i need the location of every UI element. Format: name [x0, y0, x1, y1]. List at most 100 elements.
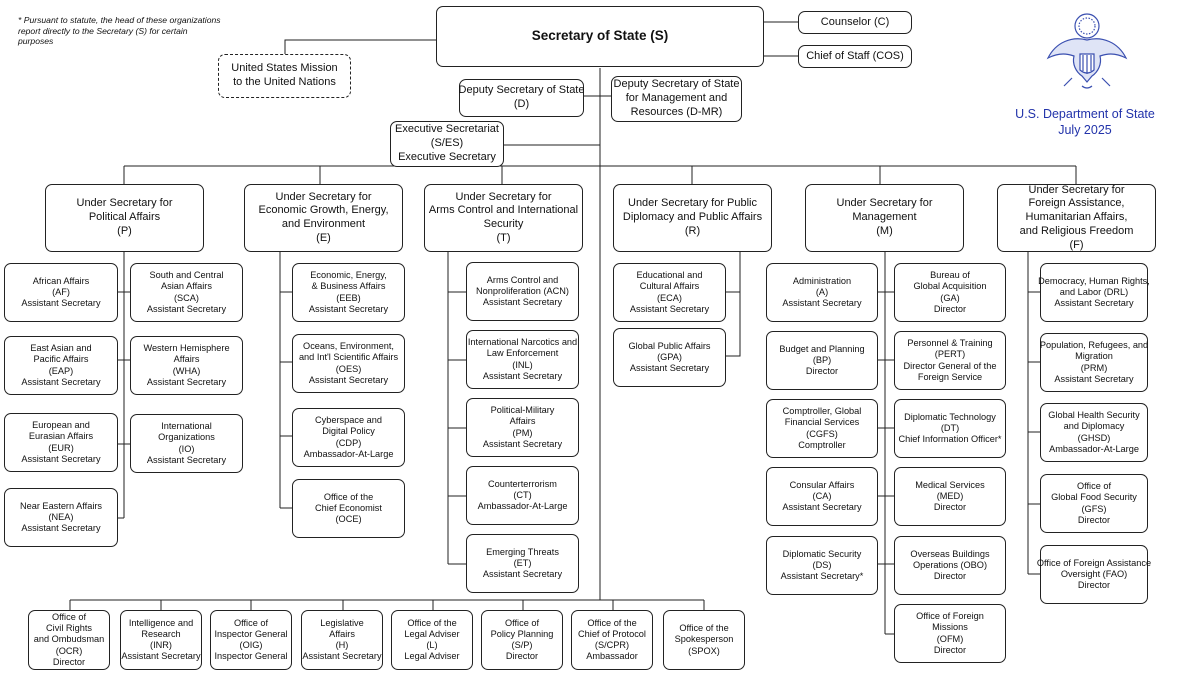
t-bureau-box-line: Law Enforcement — [486, 348, 559, 359]
under-secretary-e-box-line: Economic Growth, Energy, — [258, 204, 389, 217]
bottom-bureau-box-line: (OCR) — [55, 645, 83, 656]
p-left-bureau-box-line: (EUR) — [48, 442, 74, 453]
f-bureau-box-line: Ambassador-At-Large — [1049, 443, 1139, 454]
m-right-bureau-box-line: Overseas Buildings — [910, 548, 990, 559]
m-right-bureau-box-line: Medical Services — [915, 479, 985, 490]
p-left-bureau-box-line: Assistant Secretary — [21, 298, 101, 309]
m-right-bureau-box-line: (OFM) — [936, 633, 964, 644]
e-bureau-box-line: (CDP) — [335, 437, 362, 448]
p-right-bureau-box-line: (SCA) — [173, 292, 199, 303]
e-bureau-box-line: Digital Policy — [322, 426, 375, 437]
m-right-bureau-box-line: Foreign Service — [917, 371, 983, 382]
f-bureau-box-line: and Diplomacy — [1063, 421, 1125, 432]
e-bureau-box-line: Oceans, Environment, — [303, 341, 394, 352]
e-bureau-box: Oceans, Environment,and Int'l Scientific… — [292, 334, 405, 393]
t-bureau-box-line: Assistant Secretary — [482, 569, 563, 580]
bottom-bureau-box-line: Inspector General — [214, 651, 288, 662]
p-right-bureau-box-line: Western Hemisphere — [143, 343, 230, 354]
e-bureau-box-line: (OCE) — [335, 514, 362, 525]
m-right-bureau-box-line: Office of Foreign — [916, 611, 984, 622]
bottom-bureau-box-line: Office of the — [587, 617, 637, 628]
under-secretary-m-box-line: (M) — [876, 224, 893, 237]
under-secretary-t-box-line: (T) — [496, 231, 511, 244]
bottom-bureau-box-line: (S/CPR) — [594, 640, 630, 650]
chief-of-staff-box-line: Chief of Staff (COS) — [806, 49, 904, 62]
usun-box-line: to the United Nations — [233, 76, 336, 88]
executive-secretariat-box-line: Executive Secretariat — [395, 123, 499, 136]
r-bureau-box-line: Global Public Affairs — [628, 340, 711, 351]
m-right-bureau-box-line: Missions — [932, 622, 968, 633]
f-bureau-box-line: and Labor (DRL) — [1059, 286, 1129, 297]
m-left-bureau-box-line: Financial Services — [784, 417, 860, 428]
f-bureau-box-line: Population, Refugees, and — [1039, 340, 1149, 351]
p-right-bureau-box-line: (IO) — [178, 443, 195, 454]
m-left-bureau-box-line: Diplomatic Security — [782, 548, 862, 559]
e-bureau-box-line: Assistant Secretary — [308, 303, 389, 314]
executive-secretariat-box-line: Executive Secretary — [398, 150, 496, 163]
bottom-bureau-box-line: Policy Planning — [490, 628, 554, 639]
e-bureau-box: Economic, Energy,& Business Affairs(EEB)… — [292, 263, 405, 322]
under-secretary-f-box-line: (F) — [1069, 238, 1084, 251]
p-left-bureau-box-line: Eurasian Affairs — [28, 431, 94, 442]
under-secretary-r-box-line: Diplomacy and Public Affairs — [622, 211, 763, 224]
p-left-bureau-box-line: (AF) — [52, 286, 70, 297]
under-secretary-f-box-line: and Religious Freedom — [1019, 224, 1134, 237]
bottom-bureau-box-line: (H) — [335, 640, 349, 650]
bottom-bureau-box-line: (INR) — [150, 640, 172, 650]
bottom-bureau-box-line: Office of — [51, 612, 87, 623]
t-bureau-box-line: Ambassador-At-Large — [477, 501, 568, 512]
f-bureau-box-line: (GHSD) — [1077, 432, 1111, 443]
m-right-bureau-box-line: Global Acquisition — [913, 281, 987, 292]
m-left-bureau-box-line: Director — [805, 366, 839, 377]
under-secretary-e-box-line: Under Secretary for — [275, 190, 372, 203]
bottom-bureau-box-line: and Ombudsman — [33, 634, 105, 645]
secretary-box: Secretary of State (S) — [436, 6, 764, 67]
p-left-bureau-box-line: European and — [32, 420, 90, 431]
t-bureau-box-line: Affairs — [509, 416, 536, 427]
under-secretary-m-box-line: Under Secretary for — [836, 197, 933, 210]
t-bureau-box-line: Assistant Secretary — [482, 370, 563, 381]
t-bureau-box-line: (CT) — [513, 489, 532, 500]
under-secretary-t-box-line: Under Secretary for — [455, 190, 552, 203]
e-bureau-box-line: Assistant Secretary — [308, 374, 389, 385]
bottom-bureau-box-line: Legal Adviser — [404, 651, 460, 662]
f-bureau-box-line: Migration — [1075, 351, 1113, 362]
m-right-bureau-box-line: Director — [933, 303, 967, 314]
f-bureau-box-line: (GFS) — [1081, 503, 1107, 514]
m-left-bureau-box-line: Comptroller — [798, 439, 846, 450]
bottom-bureau-box-line: Research — [141, 628, 181, 639]
m-left-bureau-box-line: Comptroller, Global — [782, 406, 862, 417]
t-bureau-box: Counterterrorism(CT)Ambassador-At-Large — [466, 466, 579, 525]
m-right-bureau-box-line: Bureau of — [930, 270, 970, 281]
f-bureau-box-line: Oversight (FAO) — [1060, 568, 1128, 579]
e-bureau-box-line: and Int'l Scientific Affairs — [298, 352, 399, 363]
e-bureau-box-line: (OES) — [335, 363, 362, 374]
bottom-bureau-box-line: Director — [505, 651, 539, 662]
m-right-bureau-box-line: (MED) — [936, 490, 964, 501]
p-left-bureau-box: Near Eastern Affairs(NEA)Assistant Secre… — [4, 488, 118, 547]
p-left-bureau-box-line: East Asian and — [30, 343, 92, 354]
p-left-bureau-box-line: Assistant Secretary — [21, 523, 101, 534]
deputy-mr-box-line: for Management and — [625, 92, 728, 105]
m-left-bureau-box: Diplomatic Security(DS)Assistant Secreta… — [766, 536, 878, 595]
f-bureau-box-line: Office of Foreign Assistance — [1036, 557, 1152, 568]
